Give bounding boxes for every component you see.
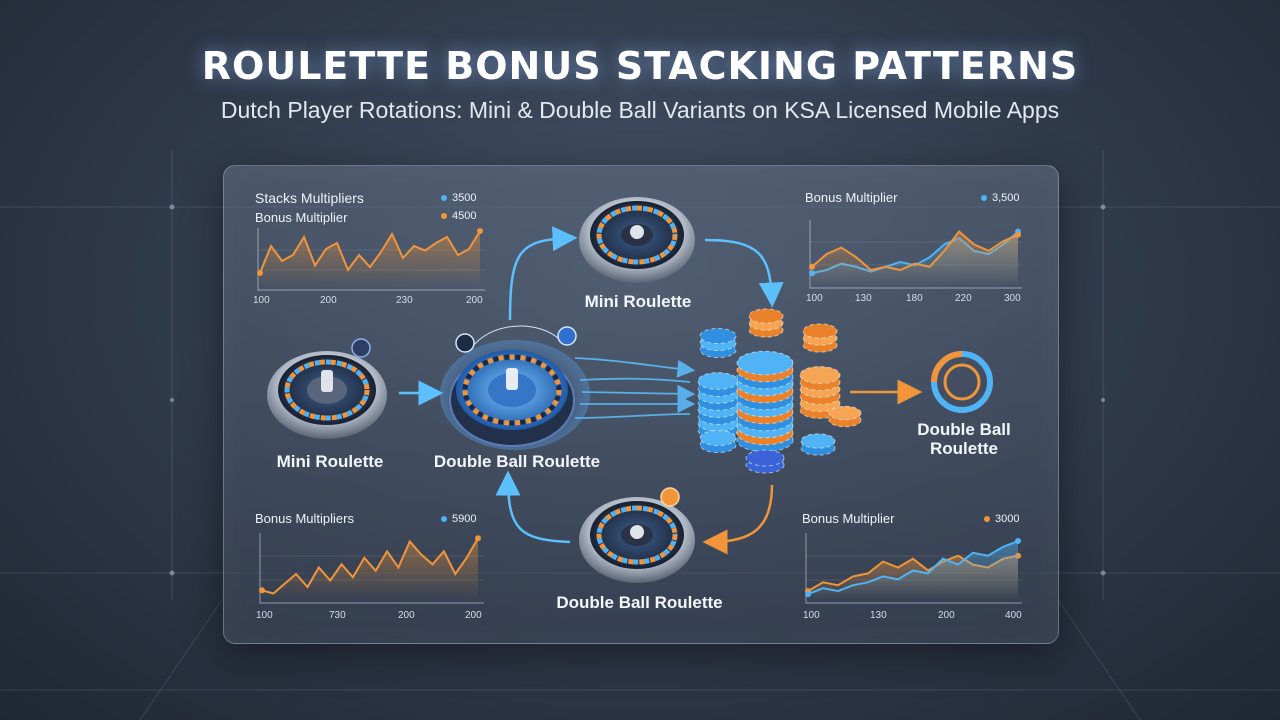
chart-tr-title: Bonus Multiplier bbox=[805, 190, 898, 205]
chip bbox=[745, 449, 785, 467]
label-double-ball-bottom: Double Ball Roulette bbox=[556, 593, 723, 612]
chart-tl-tick: 200 bbox=[320, 295, 337, 306]
arrow-center-to-top bbox=[508, 226, 578, 321]
chart-br-axis bbox=[805, 533, 1022, 604]
chart-top_right-line-1 bbox=[811, 230, 1019, 272]
chip bbox=[828, 405, 862, 421]
chip bbox=[802, 323, 838, 339]
chart-top_right-point bbox=[1015, 231, 1021, 238]
chart-top_left-point bbox=[477, 228, 483, 234]
chart-tl-legend-1: 3500 bbox=[441, 192, 476, 204]
chip bbox=[697, 372, 739, 390]
arrow-chips-to-bottom bbox=[702, 484, 774, 555]
chip bbox=[736, 350, 794, 376]
chart-top_right-point bbox=[809, 263, 815, 270]
double-ball-roulette-bottom-wheel bbox=[579, 487, 695, 583]
chart-tl-title: Stacks Multipliers bbox=[255, 190, 364, 206]
chart-tr-tick: 100 bbox=[806, 293, 823, 304]
double-ball-roulette-right-ring bbox=[931, 351, 993, 413]
page-title: ROULETTE BONUS STACKING PATTERNS bbox=[201, 44, 1079, 88]
chart-br-tick: 100 bbox=[803, 610, 820, 621]
chart-tl-axis bbox=[257, 228, 485, 291]
chip bbox=[800, 433, 836, 449]
chart-br-legend-1: 3000 bbox=[984, 513, 1019, 525]
chart-top_right-area-1 bbox=[812, 231, 1018, 286]
label-double-ball-right: Double Ball Roulette bbox=[917, 420, 1011, 458]
mini-roulette-left-wheel bbox=[267, 338, 387, 439]
chart-bottom_left-point bbox=[475, 535, 481, 542]
chart-br-tick: 400 bbox=[1005, 610, 1022, 621]
arrow-top-to-chips bbox=[704, 238, 784, 308]
chart-top_left-point bbox=[257, 270, 263, 276]
chart-bottom_right-point bbox=[805, 591, 811, 598]
chart-tl-subtitle: Bonus Multiplier bbox=[255, 210, 348, 225]
chart-bl-tick: 100 bbox=[256, 610, 273, 621]
chart-top_left-area-0 bbox=[260, 231, 480, 288]
label-double-ball-center: Double Ball Roulette bbox=[433, 452, 601, 471]
chart-br-tick: 200 bbox=[938, 610, 955, 621]
chip-stacks bbox=[697, 308, 862, 474]
chart-top_left-line-0 bbox=[259, 230, 481, 274]
label-mini-roulette-top: Mini Roulette bbox=[584, 292, 692, 311]
chart-tl-tick: 230 bbox=[396, 295, 413, 306]
chip bbox=[699, 429, 737, 447]
label-mini-roulette-left: Mini Roulette bbox=[276, 452, 384, 471]
page-subtitle: Dutch Player Rotations: Mini & Double Ba… bbox=[220, 97, 1060, 123]
chart-tr-tick: 300 bbox=[1004, 293, 1021, 304]
mini-roulette-top-wheel bbox=[579, 197, 695, 283]
chart-bottom_right-line-1 bbox=[807, 540, 1019, 596]
chart-tr-legend-1: 3,500 bbox=[981, 192, 1020, 204]
chart-tl-legend-2: 4500 bbox=[441, 210, 476, 222]
chart-br-tick: 130 bbox=[870, 610, 887, 621]
chart-bl-legend-1: 5900 bbox=[441, 513, 476, 525]
chart-tl-tick: 200 bbox=[466, 295, 483, 306]
chart-bl-axis bbox=[259, 533, 484, 604]
chip bbox=[748, 308, 784, 324]
chart-bl-title: Bonus Multipliers bbox=[255, 511, 354, 526]
chip bbox=[699, 327, 737, 345]
chart-bl-tick: 200 bbox=[398, 610, 415, 621]
chart-tr-tick: 180 bbox=[906, 293, 923, 304]
chip bbox=[799, 366, 841, 384]
chart-bottom_right-point bbox=[1015, 537, 1021, 544]
double-ball-roulette-center-wheel bbox=[440, 325, 590, 450]
chart-bottom_left-line-0 bbox=[261, 537, 479, 595]
chart-tr-tick: 130 bbox=[855, 293, 872, 304]
chart-bottom_left-area-0 bbox=[262, 538, 478, 600]
chart-bottom_left-point bbox=[259, 587, 265, 594]
arrow-bottom-to-center bbox=[495, 470, 571, 544]
chart-bl-tick: 730 bbox=[329, 610, 346, 621]
chart-bl-tick: 200 bbox=[465, 610, 482, 621]
chart-br-title: Bonus Multiplier bbox=[802, 511, 895, 526]
chart-tr-tick: 220 bbox=[955, 293, 972, 304]
chart-tr-axis bbox=[809, 220, 1022, 289]
chart-tl-tick: 100 bbox=[253, 295, 270, 306]
